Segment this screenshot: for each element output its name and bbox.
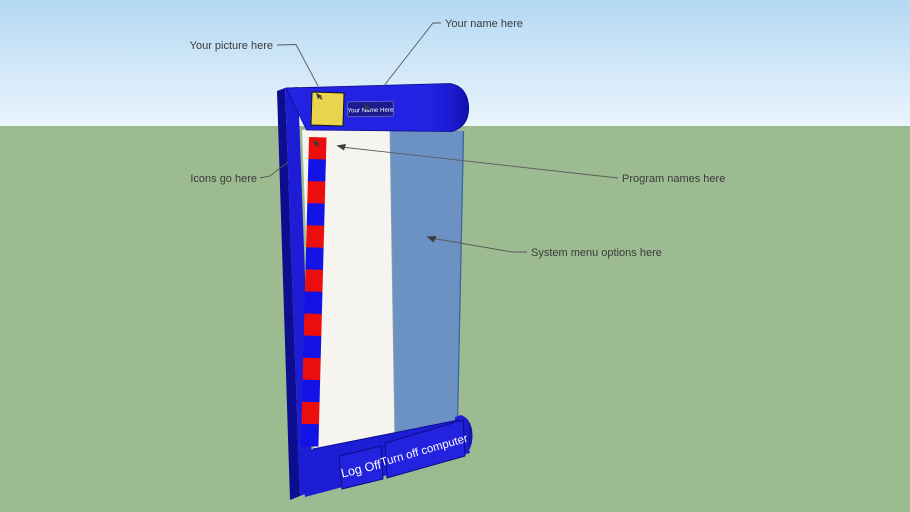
cursor-mark-icon <box>316 93 323 100</box>
icons-leader-line <box>259 161 289 179</box>
annotations: Your picture here Your name here Icons g… <box>190 18 726 259</box>
programs-leader-line <box>340 146 619 179</box>
icon-square-blue[interactable] <box>302 379 321 403</box>
program-names-panel <box>302 128 395 449</box>
icon-square-blue[interactable] <box>305 247 324 271</box>
system-leader-line <box>430 237 527 253</box>
system-menu-panel <box>390 128 464 441</box>
system-callout-label: System menu options here <box>531 247 662 259</box>
programs-callout-label: Program names here <box>622 173 725 185</box>
icon-square-blue[interactable] <box>307 159 326 182</box>
cursor-mark-icon <box>364 104 371 111</box>
icons-callout-label: Icons go here <box>190 173 257 185</box>
icon-square-red[interactable] <box>304 269 324 293</box>
icon-square-red[interactable] <box>307 181 326 204</box>
name-leader-line <box>382 22 441 88</box>
user-name-text: Your Name Here <box>348 107 395 115</box>
system-leader-arrowhead <box>426 236 437 243</box>
icon-column <box>300 136 327 447</box>
icon-square-blue[interactable] <box>300 423 319 447</box>
start-menu-model: Your Name Here Log Off Turn off computer <box>277 83 473 500</box>
icon-square-red[interactable] <box>302 357 321 381</box>
base-top-edge-line <box>312 419 460 450</box>
log-off-button[interactable]: Log Off <box>338 445 384 490</box>
icon-square-blue[interactable] <box>303 335 322 359</box>
programs-leader-arrowhead <box>336 144 346 151</box>
picture-callout-label: Your picture here <box>190 40 273 52</box>
icon-square-red[interactable] <box>303 313 322 337</box>
picture-leader-line <box>276 44 319 87</box>
icon-square-red[interactable] <box>306 225 325 249</box>
icon-square-blue[interactable] <box>306 203 325 227</box>
frame-left-side-face <box>277 88 300 500</box>
system-panel-right-edge <box>456 130 465 423</box>
icon-square-red[interactable] <box>308 136 327 160</box>
icon-square-blue[interactable] <box>304 291 323 315</box>
cursor-mark-icon <box>313 140 320 147</box>
name-callout-label: Your name here <box>445 18 523 30</box>
user-picture-placeholder[interactable] <box>310 91 345 127</box>
user-name-box[interactable]: Your Name Here <box>346 100 395 118</box>
panel-divider-line <box>389 127 396 442</box>
icon-square-red[interactable] <box>301 401 320 425</box>
